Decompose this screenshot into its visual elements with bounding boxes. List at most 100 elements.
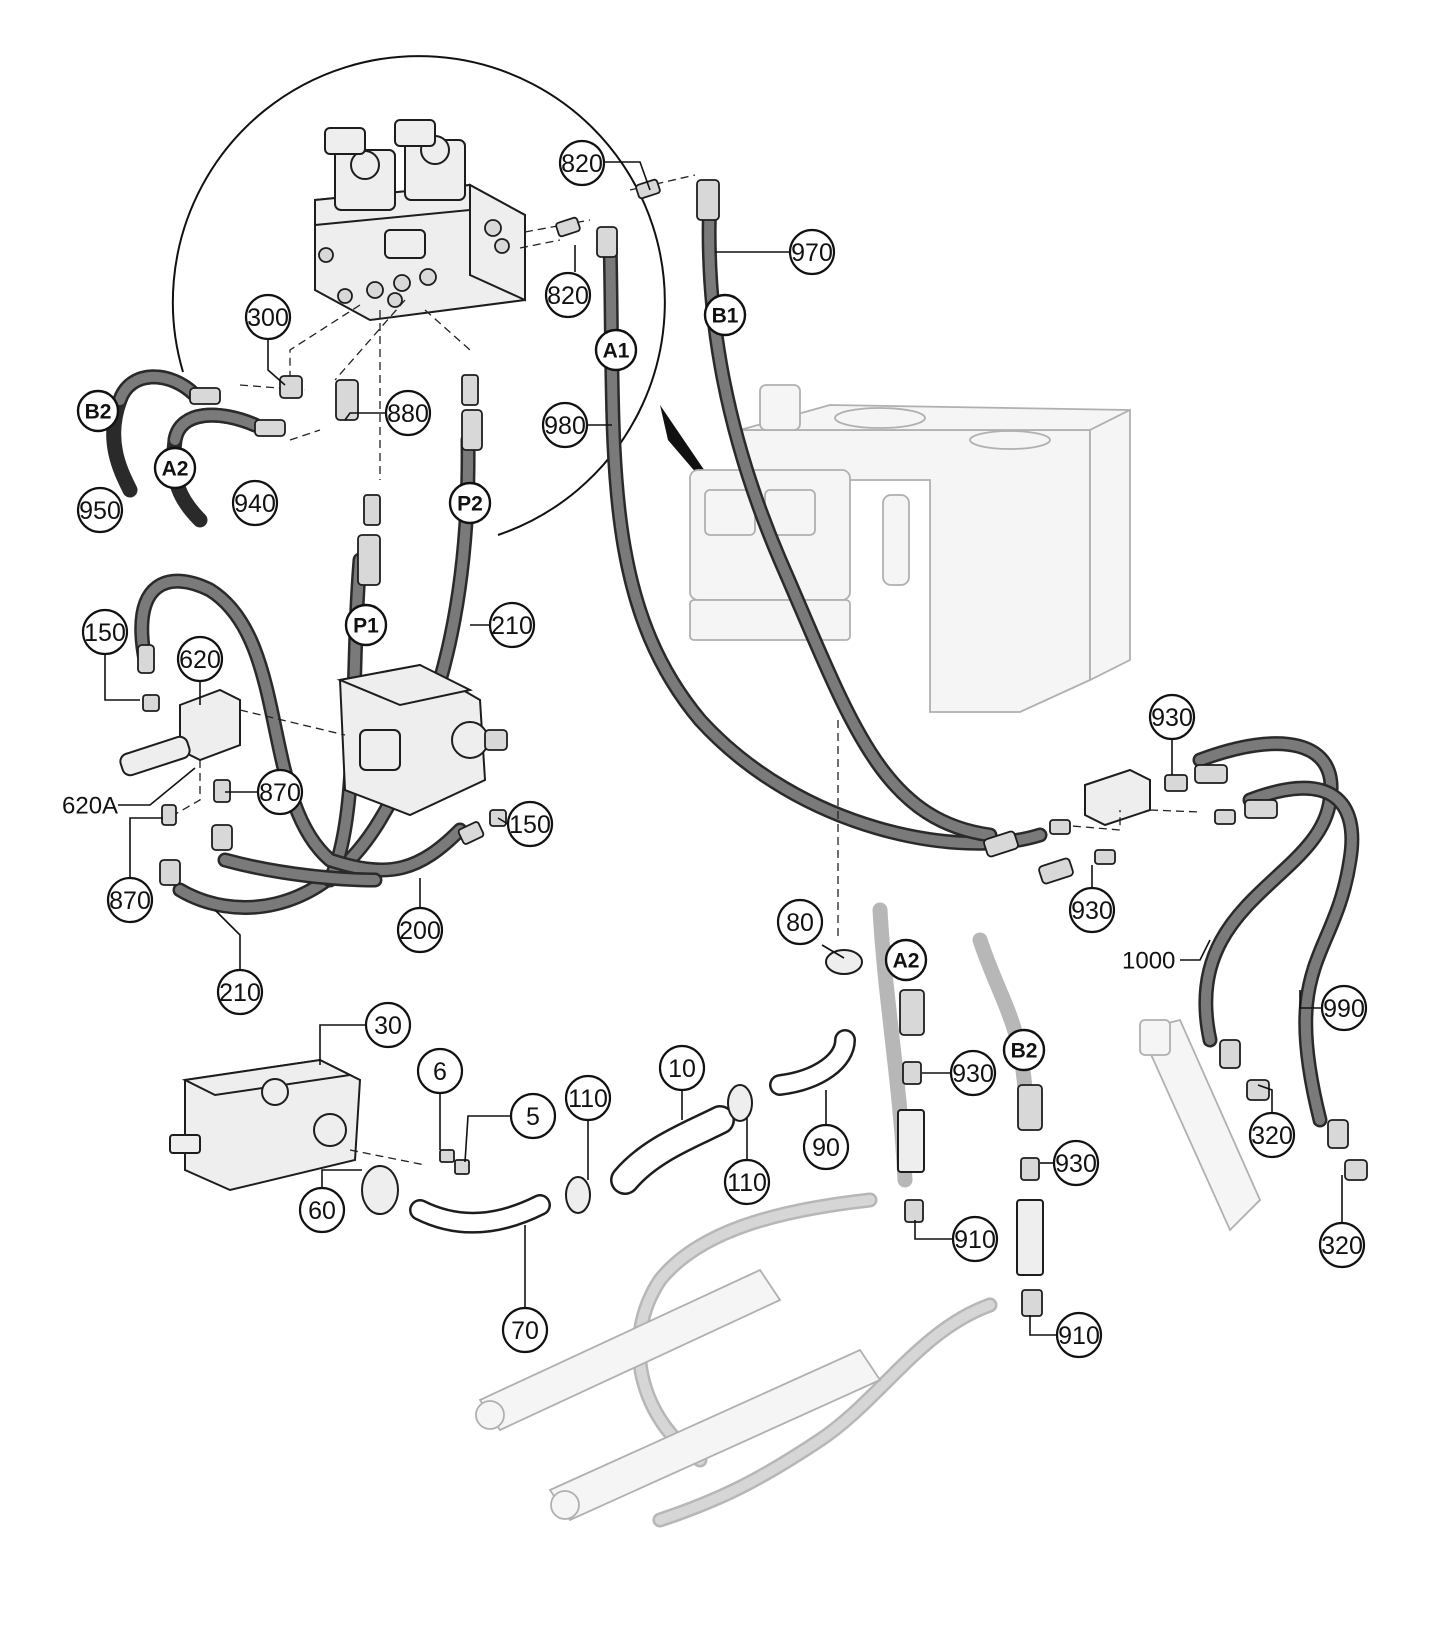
port-p1: P1 [344, 603, 388, 647]
port-p2-label: P2 [457, 493, 483, 516]
callout-940-label: 940 [234, 490, 276, 518]
port-b2-low-label: B2 [1011, 1040, 1038, 1063]
callout-910-lower: 910 [1055, 1311, 1103, 1359]
callout-930-right-bottom: 930 [1068, 886, 1116, 934]
callout-80-label: 80 [786, 909, 814, 937]
callout-870-lower: 870 [106, 876, 154, 924]
callout-930-right-bottom-label: 930 [1071, 897, 1113, 925]
callout-110-left-label: 110 [568, 1085, 608, 1113]
suction-hose-10 [610, 1105, 735, 1195]
block-620 [119, 688, 241, 777]
callout-30: 30 [364, 1001, 412, 1049]
callout-5-label: 5 [526, 1103, 540, 1131]
callout-5: 5 [509, 1092, 557, 1140]
hose-a2-top [166, 407, 263, 528]
callout-880: 880 [384, 389, 432, 437]
callout-930-b2: 930 [1052, 1139, 1100, 1187]
port-p2: P2 [448, 481, 492, 525]
port-a1-label: A1 [603, 340, 630, 363]
callout-970: 970 [788, 228, 836, 276]
port-b1: B1 [703, 293, 747, 337]
callout-620a-label: 620A [62, 793, 118, 820]
hose-200 [134, 573, 468, 878]
callout-620-label: 620 [179, 646, 221, 674]
hose-1000 [1192, 736, 1339, 1048]
callout-90-label: 90 [812, 1134, 840, 1162]
callout-980-label: 980 [544, 412, 586, 440]
callout-910-lower-label: 910 [1058, 1322, 1100, 1350]
manifold-930 [1084, 768, 1151, 827]
port-a2-low: A2 [884, 938, 928, 982]
suction-elbow-90 [769, 1029, 856, 1096]
callout-950-label: 950 [79, 497, 121, 525]
port-a2-top-label: A2 [162, 458, 189, 481]
callout-200: 200 [396, 906, 444, 954]
hose-980 [602, 232, 1048, 851]
callout-930-a2-label: 930 [952, 1060, 994, 1088]
callout-150-left: 150 [81, 608, 129, 656]
callout-210-upper-label: 210 [491, 612, 533, 640]
clamp-110-left [565, 1176, 591, 1214]
callout-930-a2: 930 [949, 1049, 997, 1097]
callout-910-upper: 910 [951, 1215, 999, 1263]
hose-870-lower [217, 852, 383, 888]
callout-940: 940 [231, 479, 279, 527]
callout-320-upper: 320 [1248, 1111, 1296, 1159]
callout-820-top-label: 820 [561, 150, 603, 178]
clamp-110-right [727, 1084, 753, 1122]
callout-620a: 620A [62, 793, 118, 820]
port-a2-top: A2 [153, 446, 197, 490]
hose-990 [1242, 780, 1360, 1128]
callout-300: 300 [244, 293, 292, 341]
callout-820-mid: 820 [544, 271, 592, 319]
port-b2-low: B2 [1002, 1028, 1046, 1072]
hydraulic-pump-assembly [336, 663, 508, 817]
callout-910-upper-label: 910 [954, 1226, 996, 1254]
callout-1000: 1000 [1122, 948, 1175, 975]
callout-990: 990 [1320, 984, 1368, 1032]
callout-6-label: 6 [433, 1058, 447, 1086]
callout-150-right: 150 [506, 800, 554, 848]
pump-30 [169, 1058, 362, 1192]
callout-10: 10 [658, 1044, 706, 1092]
port-p1-label: P1 [353, 615, 379, 638]
callout-320-lower-label: 320 [1321, 1232, 1363, 1260]
suction-hose-70 [409, 1194, 551, 1234]
callout-210-lower-label: 210 [219, 979, 261, 1007]
flange-60 [361, 1165, 399, 1215]
strainer-80 [825, 949, 863, 975]
callout-930-right-top-label: 930 [1151, 704, 1193, 732]
port-b2-top: B2 [76, 389, 120, 433]
port-a1: A1 [594, 328, 638, 372]
callout-210-lower: 210 [216, 968, 264, 1016]
filter-columns [897, 1109, 1044, 1276]
hydraulic-tank [689, 384, 1131, 713]
callout-150-left-label: 150 [84, 619, 126, 647]
callout-620: 620 [176, 635, 224, 683]
callout-930-b2-label: 930 [1055, 1150, 1097, 1178]
callout-820-top: 820 [558, 139, 606, 187]
callout-870-upper: 870 [256, 768, 304, 816]
callout-870-lower-label: 870 [109, 887, 151, 915]
callout-950: 950 [76, 486, 124, 534]
port-b1-label: B1 [712, 305, 739, 328]
callout-870-upper-label: 870 [259, 779, 301, 807]
callout-930-right-top: 930 [1148, 693, 1196, 741]
hose-b2-top [106, 369, 203, 498]
port-b2-top-label: B2 [85, 401, 112, 424]
callout-70: 70 [501, 1306, 549, 1354]
callout-880-label: 880 [387, 400, 429, 428]
callout-90: 90 [802, 1123, 850, 1171]
callout-150-right-label: 150 [509, 811, 551, 839]
callout-30-label: 30 [374, 1012, 402, 1040]
callout-70-label: 70 [511, 1317, 539, 1345]
valve-block-detail [314, 119, 526, 322]
callout-200-label: 200 [399, 917, 441, 945]
callout-60: 60 [298, 1186, 346, 1234]
callout-110-left: 110 [564, 1074, 612, 1122]
callout-320-lower: 320 [1318, 1221, 1366, 1269]
callout-80: 80 [776, 898, 824, 946]
callout-10-label: 10 [668, 1055, 696, 1083]
callout-990-label: 990 [1323, 995, 1365, 1023]
port-a2-low-label: A2 [893, 950, 920, 973]
